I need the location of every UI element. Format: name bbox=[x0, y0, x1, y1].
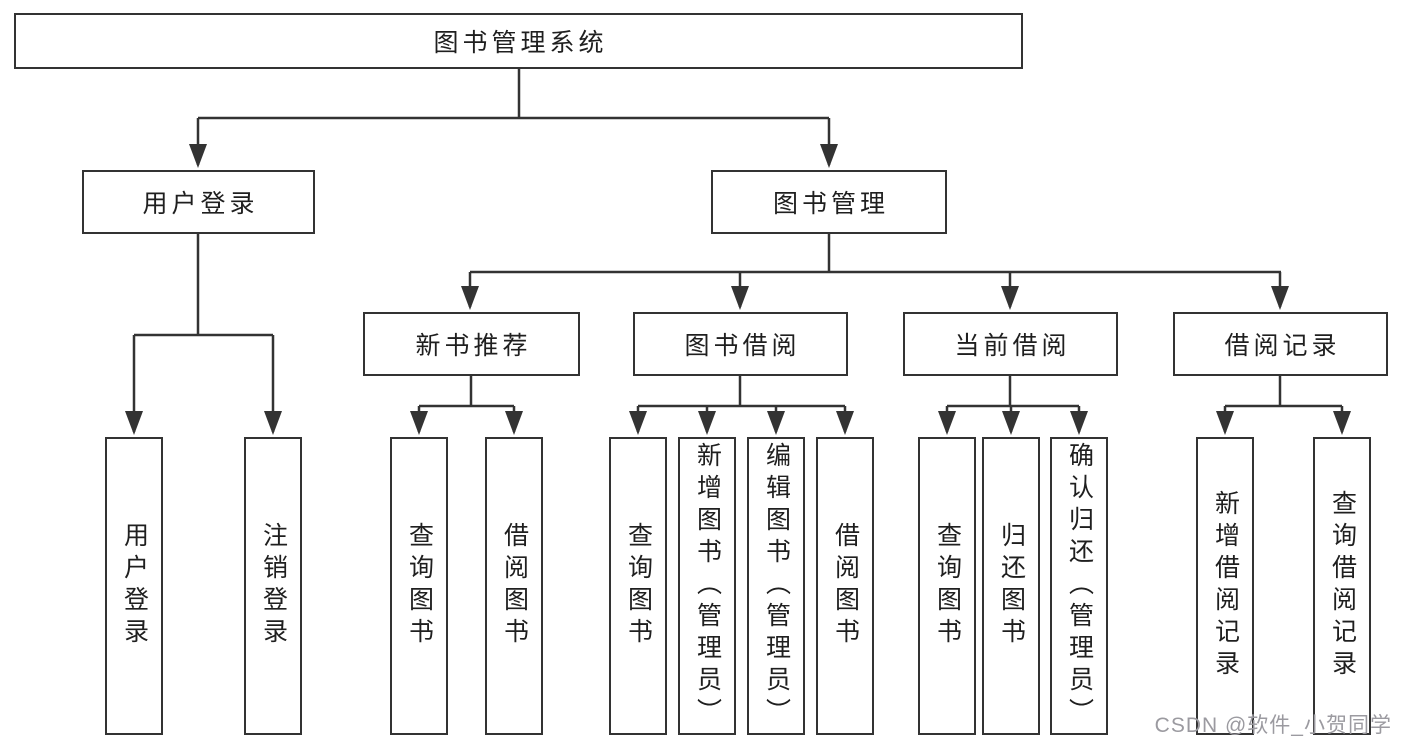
node-label: 新增图书（管理员） bbox=[693, 442, 722, 730]
node-label: 借阅图书 bbox=[831, 522, 860, 650]
leaf-query-books-borrow: 查询图书 bbox=[609, 437, 667, 735]
node-label: 查询图书 bbox=[933, 522, 962, 650]
node-label: 图书管理系统 bbox=[433, 29, 608, 57]
node-label: 查询图书 bbox=[624, 522, 653, 650]
node-book-borrowing: 图书借阅 bbox=[633, 312, 848, 376]
node-label: 图书管理 bbox=[772, 190, 889, 218]
leaf-user-login: 用户登录 bbox=[105, 437, 163, 735]
node-label: 确认归还（管理员） bbox=[1065, 442, 1094, 730]
node-label: 借阅图书 bbox=[500, 522, 529, 650]
node-label: 编辑图书（管理员） bbox=[762, 442, 791, 730]
leaf-query-books-current: 查询图书 bbox=[918, 437, 976, 735]
leaf-borrow-books: 借阅图书 bbox=[816, 437, 874, 735]
node-current-borrowing: 当前借阅 bbox=[903, 312, 1118, 376]
leaf-confirm-return-admin: 确认归还（管理员） bbox=[1050, 437, 1108, 735]
csdn-watermark: CSDN @软件_小贺同学 bbox=[1154, 714, 1392, 737]
node-label: 查询图书 bbox=[405, 522, 434, 650]
node-label: 用户登录 bbox=[142, 190, 259, 218]
node-label: 用户登录 bbox=[120, 522, 149, 650]
leaf-borrow-books-recommend: 借阅图书 bbox=[485, 437, 543, 735]
node-new-book-recommendation: 新书推荐 bbox=[363, 312, 580, 376]
node-label: 注销登录 bbox=[259, 522, 288, 650]
leaf-add-borrow-record: 新增借阅记录 bbox=[1196, 437, 1254, 735]
node-book-management: 图书管理 bbox=[711, 170, 947, 234]
node-label: 借阅记录 bbox=[1224, 332, 1341, 360]
node-user-login-group: 用户登录 bbox=[82, 170, 315, 234]
connector-lines bbox=[134, 69, 1342, 408]
leaf-query-borrow-record: 查询借阅记录 bbox=[1313, 437, 1371, 735]
leaf-edit-books-admin: 编辑图书（管理员） bbox=[747, 437, 805, 735]
node-label: 当前借阅 bbox=[954, 332, 1071, 360]
node-label: 归还图书 bbox=[997, 522, 1026, 650]
leaf-return-books: 归还图书 bbox=[982, 437, 1040, 735]
node-label: 新书推荐 bbox=[415, 332, 532, 360]
leaf-query-books-recommend: 查询图书 bbox=[390, 437, 448, 735]
node-borrowing-records: 借阅记录 bbox=[1173, 312, 1388, 376]
leaf-add-books-admin: 新增图书（管理员） bbox=[678, 437, 736, 735]
node-label: 新增借阅记录 bbox=[1211, 490, 1240, 682]
node-label: 查询借阅记录 bbox=[1328, 490, 1357, 682]
node-library-management-system: 图书管理系统 bbox=[14, 13, 1023, 69]
leaf-logout: 注销登录 bbox=[244, 437, 302, 735]
node-label: 图书借阅 bbox=[684, 332, 801, 360]
connector-arrows bbox=[125, 118, 1351, 435]
